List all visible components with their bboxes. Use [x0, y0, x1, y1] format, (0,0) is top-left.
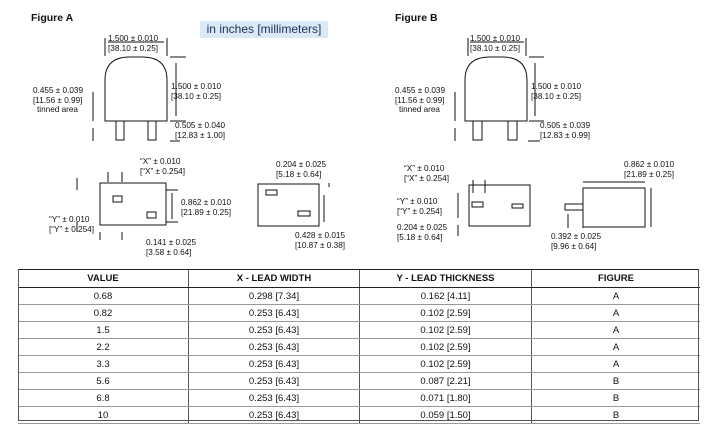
table-cell: 0.253 [6.43]	[188, 389, 360, 407]
table-cell: 0.102 [2.59]	[359, 321, 532, 339]
fig-a-offset: 0.141 ± 0.025[3.58 ± 0.64]	[146, 238, 197, 257]
figure-b-lead-left	[472, 120, 483, 141]
figure-a-lead-left	[115, 120, 125, 141]
table-cell: A	[531, 287, 700, 305]
fig-a-side-height: 0.428 ± 0.015[10.87 ± 0.38]	[295, 231, 346, 250]
table-cell: 6.8	[18, 389, 189, 407]
table-cell: 1.5	[18, 321, 189, 339]
table-cell: 3.3	[18, 355, 189, 373]
table-cell: 0.253 [6.43]	[188, 355, 360, 373]
table-cell: 10	[18, 406, 189, 424]
lead-dimension-table: VALUE X - LEAD WIDTH Y - LEAD THICKNESS …	[18, 270, 700, 424]
table-cell: A	[531, 338, 700, 356]
fig-a-body-height: 1.500 ± 0.010[38.10 ± 0.25]	[171, 82, 222, 101]
table-cell: B	[531, 406, 700, 424]
fig-b-lead-length: 0.505 ± 0.039[12.83 ± 0.99]	[540, 121, 591, 140]
fig-a-x-dim: “X” ± 0.010[“X” ± 0.254]	[140, 157, 185, 176]
fig-b-lead-off: 0.392 ± 0.025[9.96 ± 0.64]	[551, 232, 602, 251]
figure-b-front-body	[468, 184, 531, 227]
table-cell: 0.253 [6.43]	[188, 406, 360, 424]
units-note: in inches [millimeters]	[200, 21, 328, 38]
table-cell: A	[531, 355, 700, 373]
fig-b-top-width: 1.500 ± 0.010[38.10 ± 0.25]	[470, 34, 521, 53]
table-cell: 5.6	[18, 372, 189, 390]
table-cell: 0.059 [1.50]	[359, 406, 532, 424]
col-x-width-header: X - LEAD WIDTH	[188, 270, 360, 288]
figure-b-lead-right	[507, 120, 518, 141]
fig-a-pitch: 0.862 ± 0.010[21.89 ± 0.25]	[181, 198, 232, 217]
fig-a-lead-length: 0.505 ± 0.040[12.83 ± 1.00]	[175, 121, 226, 140]
table-cell: 0.253 [6.43]	[188, 372, 360, 390]
fig-b-y-dim: “Y” ± 0.010[“Y” ± 0.254]	[397, 197, 442, 216]
table-cell: 0.102 [2.59]	[359, 304, 532, 322]
fig-a-side-width: 0.204 ± 0.025[5.18 ± 0.64]	[276, 160, 327, 179]
figure-a-title: Figure A	[31, 12, 74, 24]
table-cell: 0.102 [2.59]	[359, 355, 532, 373]
table-cell: 0.253 [6.43]	[188, 338, 360, 356]
table-cell: 0.298 [7.34]	[188, 287, 360, 305]
fig-b-tinned: 0.455 ± 0.039[11.56 ± 0.99]tinned area	[395, 86, 446, 114]
table-cell: 0.102 [2.59]	[359, 338, 532, 356]
fig-b-side-width: 0.862 ± 0.010[21.89 ± 0.25]	[624, 160, 675, 179]
table-header-row: VALUE X - LEAD WIDTH Y - LEAD THICKNESS …	[18, 270, 700, 288]
fig-a-y-dim: “Y” ± 0.010[“Y” ± 0.254]	[49, 215, 94, 234]
drawing-canvas	[76, 38, 652, 240]
table-cell: A	[531, 304, 700, 322]
table-cell: 0.82	[18, 304, 189, 322]
col-value-header: VALUE	[18, 270, 189, 288]
fig-a-tinned: 0.455 ± 0.039[11.56 ± 0.99]tinned area	[33, 86, 84, 114]
figure-a-front-body	[99, 182, 167, 226]
fig-a-top-width: 1.500 ± 0.010[38.10 ± 0.25]	[108, 34, 159, 53]
table-cell: 0.253 [6.43]	[188, 304, 360, 322]
table-cell: 0.253 [6.43]	[188, 321, 360, 339]
table-cell: 0.162 [4.11]	[359, 287, 532, 305]
table-cell: A	[531, 321, 700, 339]
figure-b-side-body	[582, 187, 646, 228]
table-cell: 2.2	[18, 338, 189, 356]
table-cell: B	[531, 372, 700, 390]
fig-b-offset: 0.204 ± 0.025[5.18 ± 0.64]	[397, 223, 448, 242]
figure-a-side-body	[257, 183, 320, 227]
figure-a-body-outline	[104, 56, 168, 122]
fig-b-x-dim: “X” ± 0.010[“X” ± 0.254]	[404, 164, 449, 183]
figure-a-lead-right	[147, 120, 157, 141]
figure-b-body-outline	[464, 56, 528, 122]
col-figure-header: FIGURE	[531, 270, 700, 288]
fig-b-body-height: 1.500 ± 0.010[38.10 ± 0.25]	[531, 82, 582, 101]
col-y-thickness-header: Y - LEAD THICKNESS	[359, 270, 532, 288]
table-cell: 0.071 [1.80]	[359, 389, 532, 407]
figure-b-title: Figure B	[395, 12, 438, 24]
table-cell: B	[531, 389, 700, 407]
table-cell: 0.68	[18, 287, 189, 305]
table-cell: 0.087 [2.21]	[359, 372, 532, 390]
